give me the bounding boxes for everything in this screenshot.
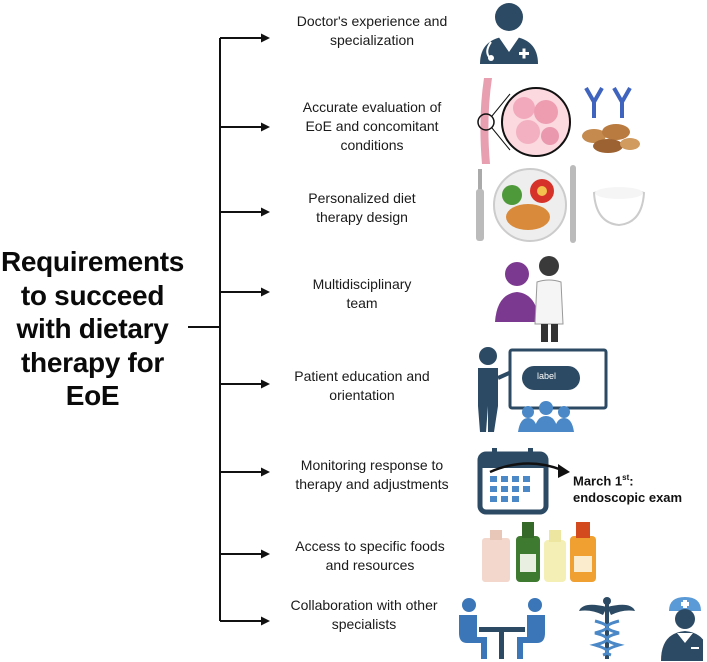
requirement-accurate-evaluation: Accurate evaluation of EoE and concomita… bbox=[302, 99, 442, 153]
esophagus-allergens-icon bbox=[477, 78, 640, 164]
board-label: label bbox=[537, 371, 557, 381]
title-line: Requirements bbox=[0, 246, 185, 277]
requirement-doctor-experience: Doctor's experience and specialization bbox=[296, 13, 448, 48]
beverages-icon bbox=[482, 522, 596, 582]
calendar-icon bbox=[477, 448, 570, 515]
education-icon bbox=[478, 347, 608, 432]
endoscopic-exam-callout: March 1st: endoscopic exam bbox=[573, 469, 682, 506]
meal-plate-icon bbox=[476, 165, 646, 243]
requirement-multidisciplinary-team: Multidisciplinary team bbox=[312, 276, 412, 311]
requirement-personalized-diet: Personalized diet therapy design bbox=[308, 190, 416, 225]
title-line: EoE bbox=[65, 380, 120, 412]
callout-date: March 1st: bbox=[573, 473, 634, 489]
collaboration-icon bbox=[459, 597, 703, 661]
requirement-patient-education: Patient education and orientation bbox=[294, 368, 430, 403]
main-title: Requirements to succeed with dietary the… bbox=[0, 245, 185, 413]
doctor-icon bbox=[480, 3, 538, 64]
title-line: with dietary bbox=[16, 313, 169, 345]
title-line: therapy for bbox=[21, 346, 164, 378]
team-icon bbox=[495, 256, 564, 342]
requirement-monitoring: Monitoring response to therapy and adjus… bbox=[295, 457, 449, 492]
callout-exam: endoscopic exam bbox=[573, 490, 683, 506]
requirement-access-foods: Access to specific foods and resources bbox=[295, 538, 445, 573]
requirement-collaboration: Collaboration with other specialists bbox=[290, 597, 438, 632]
title-line: to succeed bbox=[20, 279, 165, 311]
